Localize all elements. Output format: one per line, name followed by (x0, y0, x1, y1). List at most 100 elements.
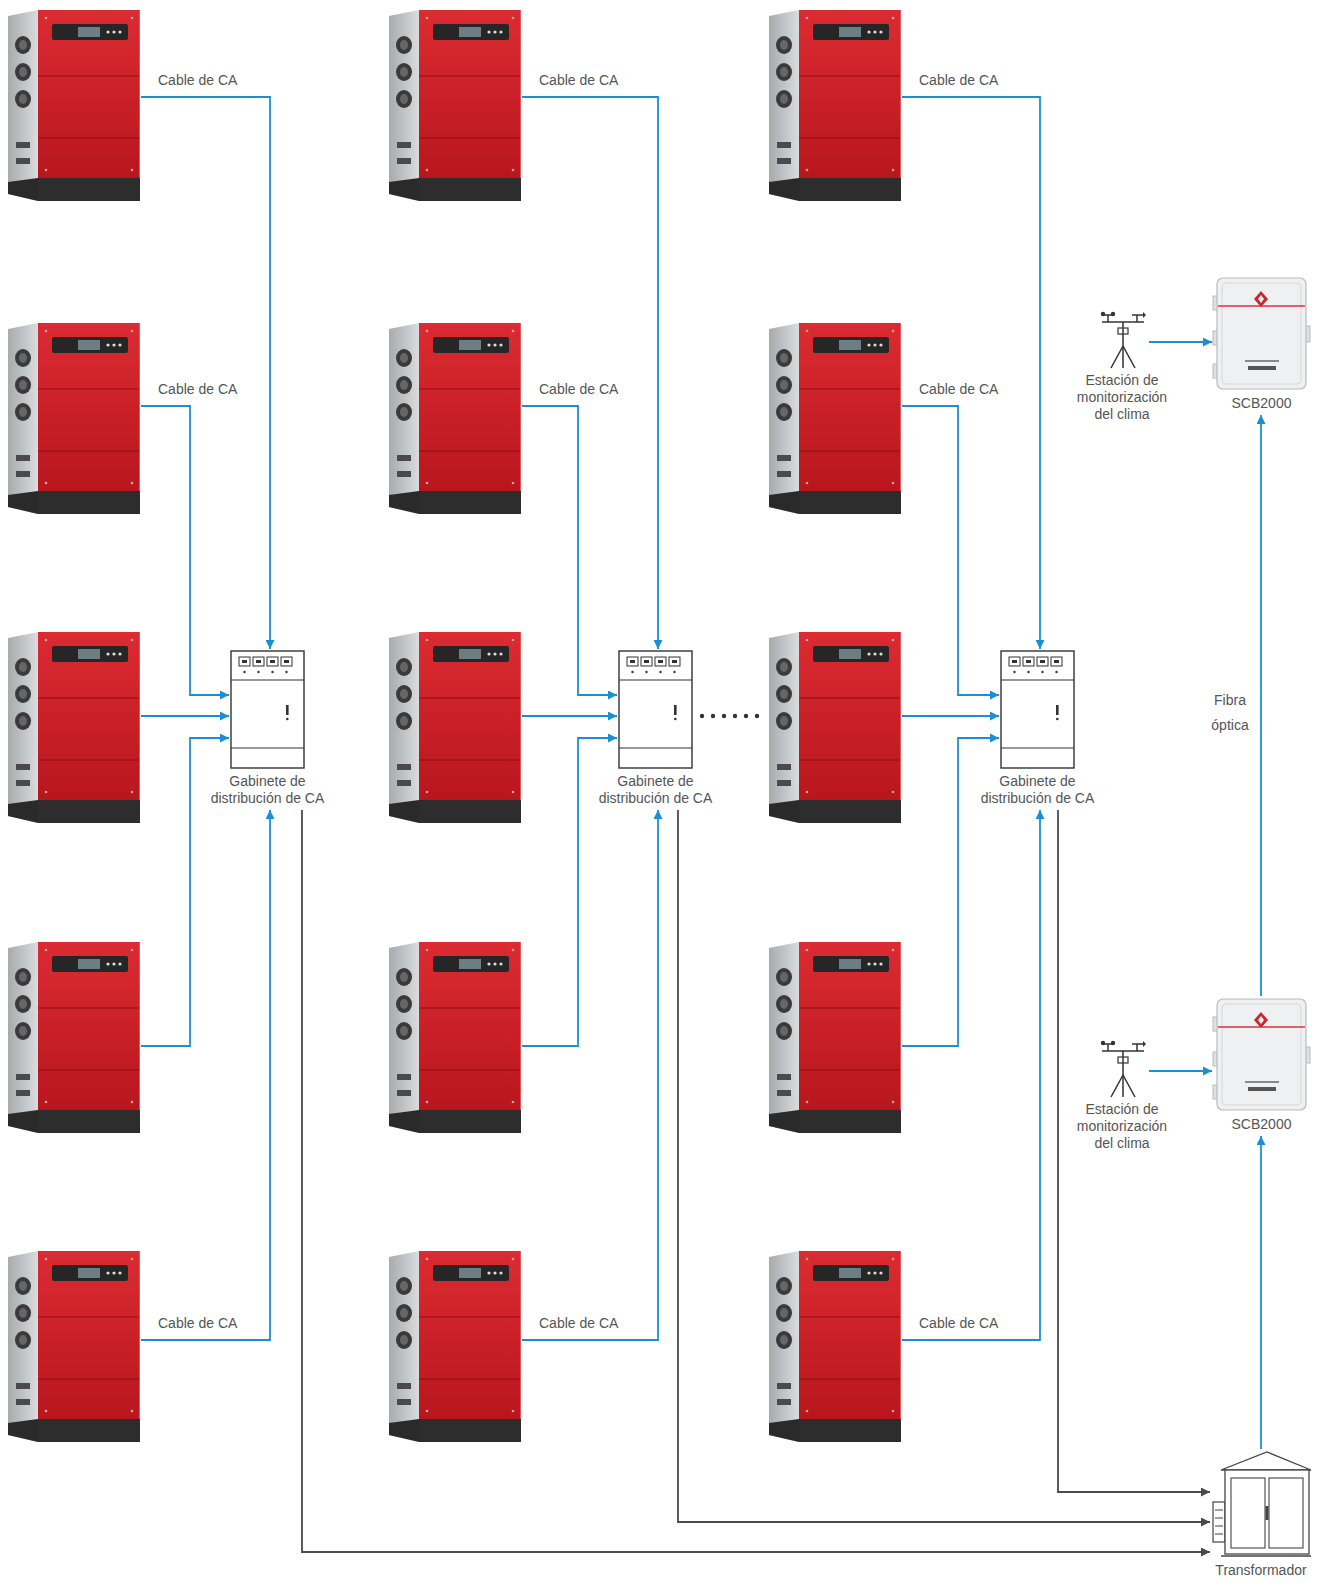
string-inverter-drawing-part (777, 780, 791, 786)
string-inverter-drawing-part (426, 482, 429, 485)
string-inverter-drawing-part (426, 949, 429, 952)
edge-label: Cable de CA (156, 1315, 239, 1332)
ac-distribution-cabinet-drawing-part (1051, 657, 1062, 666)
ac-distribution-cabinet-drawing-part (281, 657, 292, 666)
string-inverter-drawing-part (396, 685, 412, 703)
ac-distribution-cabinet-drawing-part (286, 705, 289, 715)
string-inverter-drawing-part (776, 36, 792, 54)
string-inverter-drawing-part (512, 482, 515, 485)
ac-distribution-cabinet-drawing (231, 651, 304, 768)
ac-distribution-cabinet-drawing-part (243, 671, 245, 673)
string-inverter-drawing-part (389, 800, 419, 823)
string-inverter-drawing-part (38, 1070, 140, 1071)
string-inverter-drawing-part (892, 1410, 895, 1413)
string-inverter-drawing-part (780, 1335, 788, 1345)
string-inverter-drawing-part (38, 10, 140, 201)
string-inverter-drawing-part (38, 491, 140, 514)
string-inverter-drawing-part (776, 63, 792, 81)
smart-combiner-box: SCB2000 (1213, 276, 1310, 391)
string-inverter-drawing-part (19, 1281, 27, 1291)
string-inverter-drawing-part (131, 1410, 134, 1413)
ac-distribution-cabinet-drawing-part (674, 718, 677, 721)
string-inverter-drawing-part (769, 491, 799, 514)
string-inverter-drawing-part (16, 1074, 30, 1080)
string-inverter-drawing-part (499, 962, 502, 965)
string-inverter-drawing-part (433, 1265, 509, 1281)
string-inverter-drawing-part (389, 942, 419, 1133)
transformer-drawing-part (1215, 1534, 1223, 1535)
string-inverter-drawing-part (806, 169, 809, 172)
string-inverter-drawing-part (78, 649, 100, 659)
string-inverter-drawing-part (512, 791, 515, 794)
string-inverter-drawing-part (8, 323, 38, 514)
weather-station-drawing-part (1111, 346, 1123, 368)
string-inverter-drawing-part (139, 1251, 140, 1419)
string-inverter-icon (389, 1251, 521, 1442)
string-inverter-drawing-part (487, 652, 490, 655)
string-inverter-drawing-part (806, 1258, 809, 1261)
string-inverter-drawing-part (106, 1271, 109, 1274)
weather-station-drawing-part (1111, 312, 1115, 316)
string-inverter-drawing-part (487, 962, 490, 965)
string-inverter-drawing-part (873, 1271, 876, 1274)
weather-station-drawing-part (1132, 314, 1143, 316)
string-inverter-drawing-part (520, 10, 521, 178)
ac-distribution-cabinet-drawing-part (231, 651, 304, 768)
string-inverter-drawing-part (419, 698, 521, 699)
string-inverter-drawing-part (389, 632, 419, 823)
string-inverter-drawing-part (873, 343, 876, 346)
string-inverter-drawing (8, 10, 140, 201)
string-inverter-drawing-part (799, 491, 901, 514)
string-inverter-drawing-part (19, 999, 27, 1009)
string-inverter-drawing (8, 1251, 140, 1442)
weather-data-connector (1149, 341, 1212, 343)
string-inverter-drawing-part (419, 10, 521, 201)
string-inverter-drawing-part (776, 1304, 792, 1322)
ellipsis-dot (733, 714, 737, 718)
string-inverter-drawing-part (780, 1308, 788, 1318)
node-label: Estación de monitorización del clima (1066, 1101, 1178, 1152)
string-inverter-drawing-part (799, 1008, 901, 1009)
string-inverter-drawing-part (396, 90, 412, 108)
string-inverter-drawing-part (776, 1022, 792, 1040)
string-inverter-drawing-part (19, 380, 27, 390)
string-inverter-drawing-part (459, 1268, 481, 1278)
string-inverter-drawing-part (45, 1258, 48, 1261)
weather-station-drawing-part (1132, 1043, 1143, 1045)
string-inverter-drawing-part (780, 689, 788, 699)
string-inverter-drawing-part (106, 30, 109, 33)
power-line-connector (302, 810, 1210, 1552)
string-inverter-drawing-part (459, 649, 481, 659)
transformer-drawing-part (1215, 1526, 1223, 1527)
node-label: Transformador (1201, 1562, 1321, 1579)
smart-combiner-box-drawing-part (1217, 999, 1306, 1110)
string-inverter-drawing-part (900, 942, 901, 1110)
string-inverter-drawing-part (426, 169, 429, 172)
ac-distribution-cabinet-drawing-part (631, 671, 633, 673)
string-inverter-drawing-part (400, 1308, 408, 1318)
weather-station-drawing-part (1136, 315, 1138, 322)
string-inverter-drawing-part (52, 24, 128, 40)
string-inverter-drawing (389, 323, 521, 514)
string-inverter-drawing-part (52, 956, 128, 972)
string-inverter-drawing-part (106, 652, 109, 655)
string-inverter-drawing-part (16, 158, 30, 164)
string-inverter-drawing-part (900, 1251, 901, 1419)
string-inverter-drawing-part (799, 1317, 901, 1318)
string-inverter-drawing-part (806, 330, 809, 333)
string-inverter-drawing-part (112, 962, 115, 965)
edge-label: Cable de CA (917, 381, 1000, 398)
string-inverter-drawing-part (419, 178, 521, 201)
string-inverter-drawing-part (400, 40, 408, 50)
string-inverter-drawing-part (19, 972, 27, 982)
edge-label: Cable de CA (156, 381, 239, 398)
string-inverter-drawing-part (45, 482, 48, 485)
ac-distribution-cabinet-drawing-part (655, 657, 666, 666)
string-inverter-drawing-part (16, 764, 30, 770)
ac-distribution-cabinet-drawing-part (1054, 660, 1059, 663)
string-inverter-drawing-part (19, 407, 27, 417)
string-inverter-drawing-part (512, 330, 515, 333)
smart-combiner-box-drawing-part (1222, 283, 1301, 384)
string-inverter-drawing-part (459, 340, 481, 350)
weather-station-icon (1096, 1039, 1148, 1097)
